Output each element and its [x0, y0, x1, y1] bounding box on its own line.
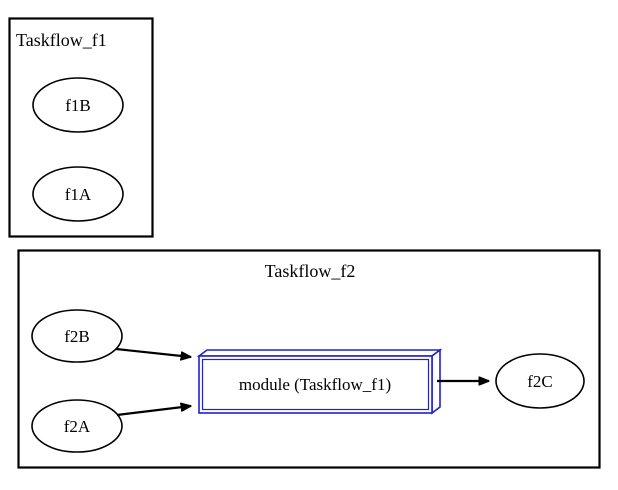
node-f1a-label: f1A — [65, 185, 92, 204]
node-f2a-label: f2A — [64, 417, 91, 436]
cluster-taskflow-f2[interactable]: Taskflow_f2 f2B f2A module (Taskflow_f1) — [17, 249, 601, 469]
cluster-f2-label: Taskflow_f2 — [265, 261, 356, 281]
node-f2c-label: f2C — [527, 372, 553, 391]
module-inner-outline — [201, 358, 430, 411]
node-f1a-shape — [32, 166, 124, 222]
module-top-face — [196, 349, 443, 357]
edge-f2b-to-module-line — [115, 347, 191, 357]
node-module-label: module (Taskflow_f1) — [239, 375, 391, 394]
edge-f2b-to-module[interactable] — [115, 347, 191, 357]
node-f1b-label: f1B — [65, 96, 91, 115]
module-front-face — [198, 355, 433, 414]
node-f2b-shape — [31, 309, 123, 363]
edge-f2a-to-module[interactable] — [116, 406, 191, 417]
node-f2a-shape — [31, 399, 123, 453]
node-f2c-shape — [495, 353, 585, 409]
node-f2b[interactable]: f2B — [31, 309, 123, 363]
node-f2a[interactable]: f2A — [31, 399, 123, 453]
node-f1b-shape — [32, 77, 124, 133]
node-f2c[interactable]: f2C — [495, 353, 585, 409]
node-f2b-label: f2B — [64, 327, 90, 346]
edge-f2a-to-module-line — [116, 406, 191, 417]
cluster-f1-label: Taskflow_f1 — [16, 30, 107, 50]
node-f1a[interactable]: f1A — [32, 166, 124, 222]
cluster-taskflow-f1[interactable]: Taskflow_f1 f1B f1A — [8, 17, 154, 238]
node-module-taskflow-f1[interactable]: module (Taskflow_f1) — [196, 348, 443, 415]
node-f1b[interactable]: f1B — [32, 77, 124, 133]
